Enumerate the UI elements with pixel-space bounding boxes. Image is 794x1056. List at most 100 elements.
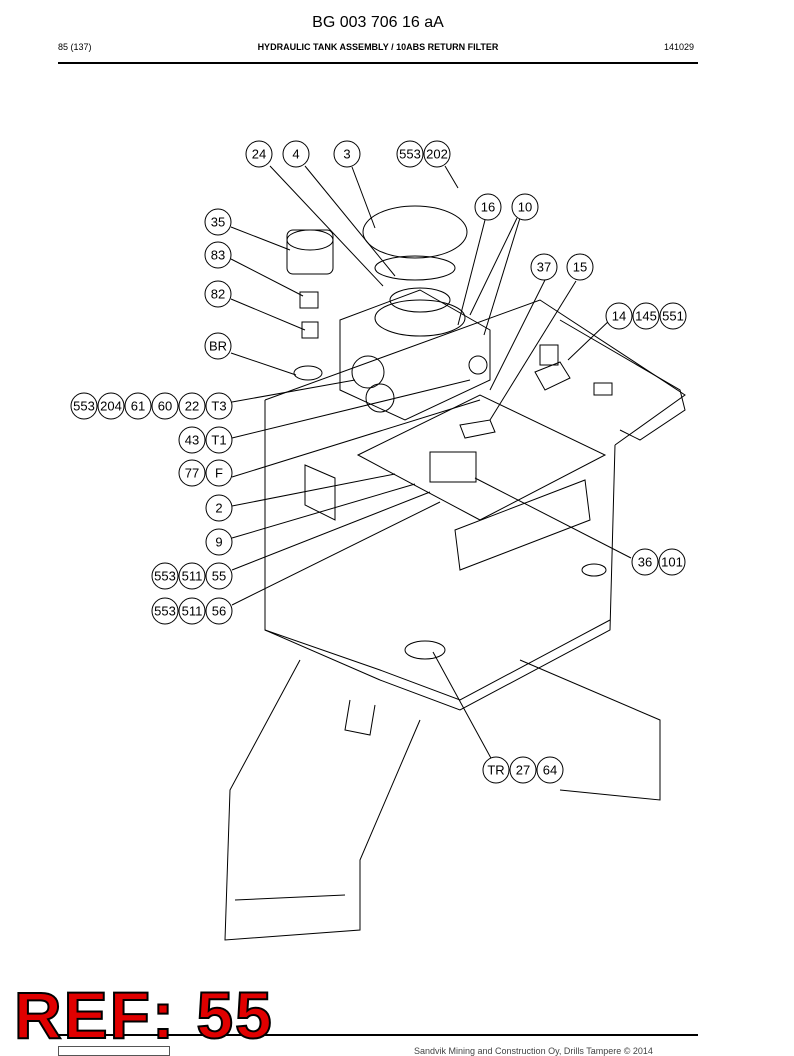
callout-circle [205,459,233,487]
mounting-bracket [559,319,686,441]
callout-label: 61 [131,399,145,414]
brand-logo [58,1046,170,1056]
callout-label: 145 [635,309,657,324]
callout-label: 60 [158,399,172,414]
callout-circle [178,597,206,625]
callout-circle [205,392,233,420]
level-switch [534,361,571,391]
cover-gasket [374,255,456,281]
callout-label: 83 [211,248,225,263]
frame-rail [234,894,346,901]
callout-circle [204,241,232,269]
callout-circle [530,253,558,281]
level-switch-head [539,344,559,366]
callout-circle [205,494,233,522]
callout-circle [536,756,564,784]
washer [293,365,323,381]
callout-circle [204,208,232,236]
callout-label: 43 [185,433,199,448]
breather-cap [286,229,334,251]
callout-label: 24 [252,147,266,162]
tank-right-wall [379,444,616,711]
callout-label: 14 [612,309,626,324]
callout-circle [204,332,232,360]
frame-left [224,659,421,941]
hose-fitting [344,699,376,736]
callout-label: 511 [182,604,203,619]
document-code: BG 003 706 16 aA [312,14,444,31]
callout-circle [97,392,125,420]
callout-circle [205,562,233,590]
callout-label: F [215,466,223,481]
callout-label: 15 [573,260,587,275]
callout-label: 511 [182,569,203,584]
callout-circle [178,459,206,487]
callout-label: 553 [399,147,421,162]
footer-copyright: Sandvik Mining and Construction Oy, Dril… [414,1046,653,1056]
callout-label: 27 [516,763,530,778]
callout-label: 3 [343,147,350,162]
callout-circle [245,140,273,168]
callout-label: 551 [662,309,684,324]
callout-label: 64 [543,763,557,778]
callout-label: 101 [661,555,683,570]
callout-label: 10 [518,200,532,215]
callout-circle [659,302,687,330]
callout-label: 82 [211,287,225,302]
return-port [365,383,395,413]
callout-circle [509,756,537,784]
reference-overlay: REF: 55 [13,978,274,1052]
callout-circle [205,426,233,454]
frame-right [519,659,661,801]
leader-lines [230,165,632,761]
callout-circle [511,193,539,221]
bracket-block [593,382,613,396]
callout-label: 553 [73,399,95,414]
filler-cap [404,640,446,660]
callout-label: 204 [100,399,122,414]
callout-label: 202 [426,147,448,162]
callout-label: 56 [212,604,226,619]
filter-neck [389,287,451,313]
suction-flange [459,419,496,439]
filter-housing [339,289,491,421]
tank-top-deck [264,299,686,446]
callout-circle [178,562,206,590]
callout-label: 77 [185,466,199,481]
callout-circle [631,548,659,576]
callout-circle [205,597,233,625]
sight-glass [351,355,385,389]
callout-circle [282,140,310,168]
filter-flange [374,299,466,337]
side-port [468,355,488,375]
callout-circle [151,597,179,625]
callout-circle [605,302,633,330]
callout-circle [151,562,179,590]
callout-circle [124,392,152,420]
breather-filter [286,229,334,275]
callout-label: 22 [185,399,199,414]
callout-label: 35 [211,215,225,230]
callout-circle [658,548,686,576]
adapter [301,321,319,339]
callout-label: 37 [537,260,551,275]
callout-circle [70,392,98,420]
callout-circle [204,280,232,308]
page-number: 85 (137) [58,42,92,52]
callout-circle [566,253,594,281]
callout-label: 4 [292,147,299,162]
callout-circle [178,392,206,420]
callout-circle [178,426,206,454]
callout-label: T1 [211,433,226,448]
drain-plug [581,563,607,577]
page-title: HYDRAULIC TANK ASSEMBLY / 10ABS RETURN F… [257,42,499,52]
callout-circle [205,528,233,556]
callout-circle [474,193,502,221]
footer-rule [58,1034,698,1036]
filter-cover [362,205,468,259]
tank-bottom-edge [264,619,611,701]
callout-circle [396,140,424,168]
callout-label: 36 [638,555,652,570]
callout-label: 553 [154,569,176,584]
callout-label: 16 [481,200,495,215]
